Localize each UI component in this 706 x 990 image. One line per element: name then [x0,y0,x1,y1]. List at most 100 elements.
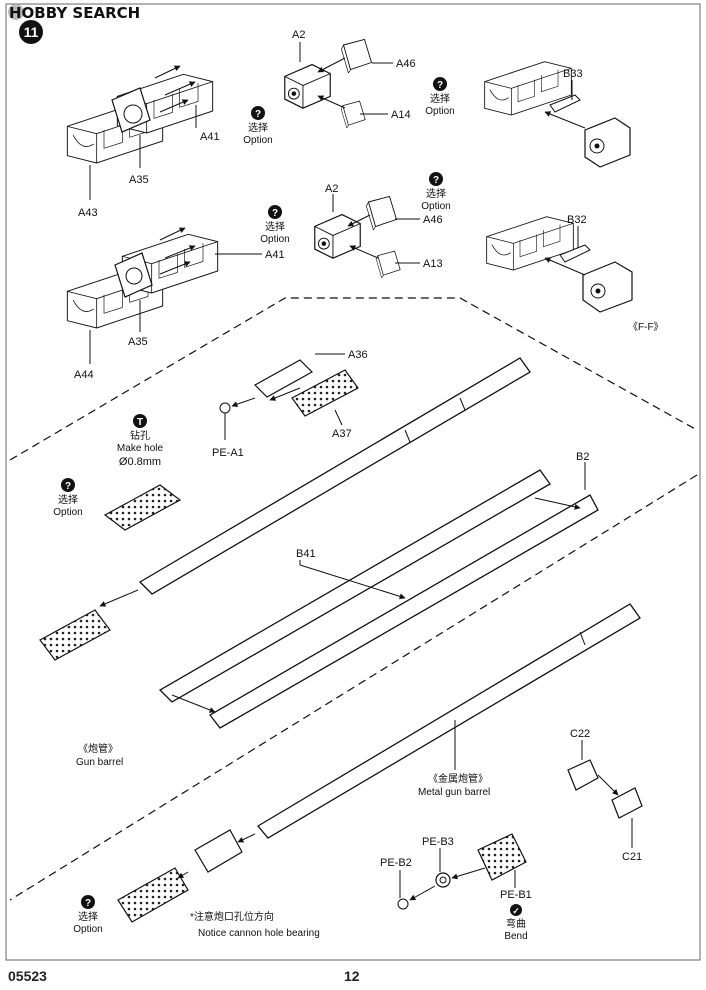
notice-label-zh: *注意炮口孔位方向 [190,910,274,923]
step-number: 11 [24,24,39,40]
option-label-en: Option [73,924,102,935]
view-label: 《F-F》 [628,321,664,333]
mount-assembly-b33: B33 [484,61,631,168]
mount-assembly-b32: B32 [486,214,633,313]
part-pe-b3-hole [439,876,447,884]
part-a14-shape [340,100,366,128]
option-icon: ? [437,80,443,91]
bend-label-en: Bend [504,931,527,942]
label-a13: A13 [423,258,443,270]
muzzle-brake [39,609,111,661]
label-b33: B33 [563,68,583,80]
barrel-half-lower [209,494,599,729]
part-a37-shape [291,369,359,417]
arrow [349,245,379,259]
label-pe-b2: PE-B2 [380,857,412,869]
make-hole-badge: T 钻孔 Make hole Ø0.8mm [117,414,164,468]
label-a37: A37 [332,428,352,440]
label-a35-mid: A35 [128,336,148,348]
option-label-zh: 选择 [58,493,78,506]
arrow [164,245,196,259]
label-a41-mid: A41 [265,249,285,261]
bracket-hole-center [595,288,601,294]
label-a2-top: A2 [292,29,305,41]
part-a46-shape [365,195,397,230]
label-a2-mid: A2 [325,183,338,195]
document-code: 05523 [8,968,47,984]
option-icon: ? [433,175,439,186]
label-b2: B2 [576,451,589,463]
page-border [5,3,701,961]
arrow [177,871,189,879]
gun-barrel-plastic [39,357,531,661]
option-badge-5: ? 选择 Option [53,478,83,518]
part-a35-hole [123,104,143,124]
part-pe-b3-shape [435,872,451,888]
arrow [269,387,301,401]
metal-barrel-label-zh: 《金属炮管》 [428,772,488,785]
option-badge-3: ? 选择 Option [260,205,290,245]
part-c21-shape [611,787,643,819]
muzzle-assembly-a36: A36 A37 PE-A1 [212,349,368,459]
arrow [544,257,586,276]
label-a36: A36 [348,349,368,361]
leader-line [334,409,343,426]
barrel-outline [138,357,531,595]
bracket-assembly-top: A2 A46 A14 [284,29,416,128]
arrow [317,57,346,73]
label-b32: B32 [567,214,587,226]
barrel-half-upper [158,469,551,703]
arrow [544,111,586,129]
watermark-text: HOBBY SEARCH [9,4,140,22]
arrow [347,214,371,227]
label-a46-top: A46 [396,58,416,70]
arrow [451,867,486,880]
make-hole-label-en: Make hole [117,443,164,454]
arrow [317,95,346,109]
part-pe-b2-shape [397,898,409,910]
arrow [159,261,191,275]
arrow [597,774,619,796]
arrow [154,65,181,79]
option-label-zh: 选择 [430,92,450,105]
metal-barrel-label-en: Metal gun barrel [418,787,490,798]
option-label-en: Option [260,234,289,245]
bracket-shape [584,117,631,168]
part-pe-a1-shape [219,402,231,414]
gun-barrel-label-zh: 《炮管》 [78,742,118,755]
option-icon: ? [255,109,261,120]
option-label-zh: 选择 [265,220,285,233]
option-badge-2: ? 选择 Option [425,77,455,117]
arrow [299,564,406,600]
part-a35-hole [125,267,143,285]
part-a13-shape [375,250,401,278]
muzzle-brake-metal [117,867,189,923]
mount-shape [486,216,574,271]
gun-barrel-half-b41: B2 B41 [158,451,599,729]
option-label-en: Option [425,106,454,117]
part-a36-shape [254,359,313,398]
part-a46-shape [340,38,372,73]
option-label-zh: 选择 [426,187,446,200]
arrow [171,694,216,713]
part-a2-shape [314,213,361,259]
notice-label-en: Notice cannon hole bearing [198,928,320,939]
option-badge-6: ? 选择 Option [73,895,103,935]
clamp-assembly-c22: C22 C21 [567,728,643,863]
bracket-hole [590,283,606,299]
option-label-zh: 选择 [78,910,98,923]
pe-b-assembly: PE-B3 PE-B2 PE-B1 [380,833,532,910]
make-hole-size: Ø0.8mm [119,456,161,468]
option-label-en: Option [53,507,82,518]
part-pe-b1-shape [477,833,527,881]
option-badge-1: ? 选择 Option [243,106,273,146]
option-label-en: Option [243,135,272,146]
drill-icon: T [137,417,143,428]
label-pe-b3: PE-B3 [422,836,454,848]
label-pe-a1: PE-A1 [212,447,244,459]
gun-barrel-metal [117,603,641,923]
arrow [237,833,256,843]
mount-assembly-a44: A41 A35 A44 [66,227,285,381]
muzzle-sleeve [194,829,243,873]
make-hole-label-zh: 钻孔 [130,429,150,442]
